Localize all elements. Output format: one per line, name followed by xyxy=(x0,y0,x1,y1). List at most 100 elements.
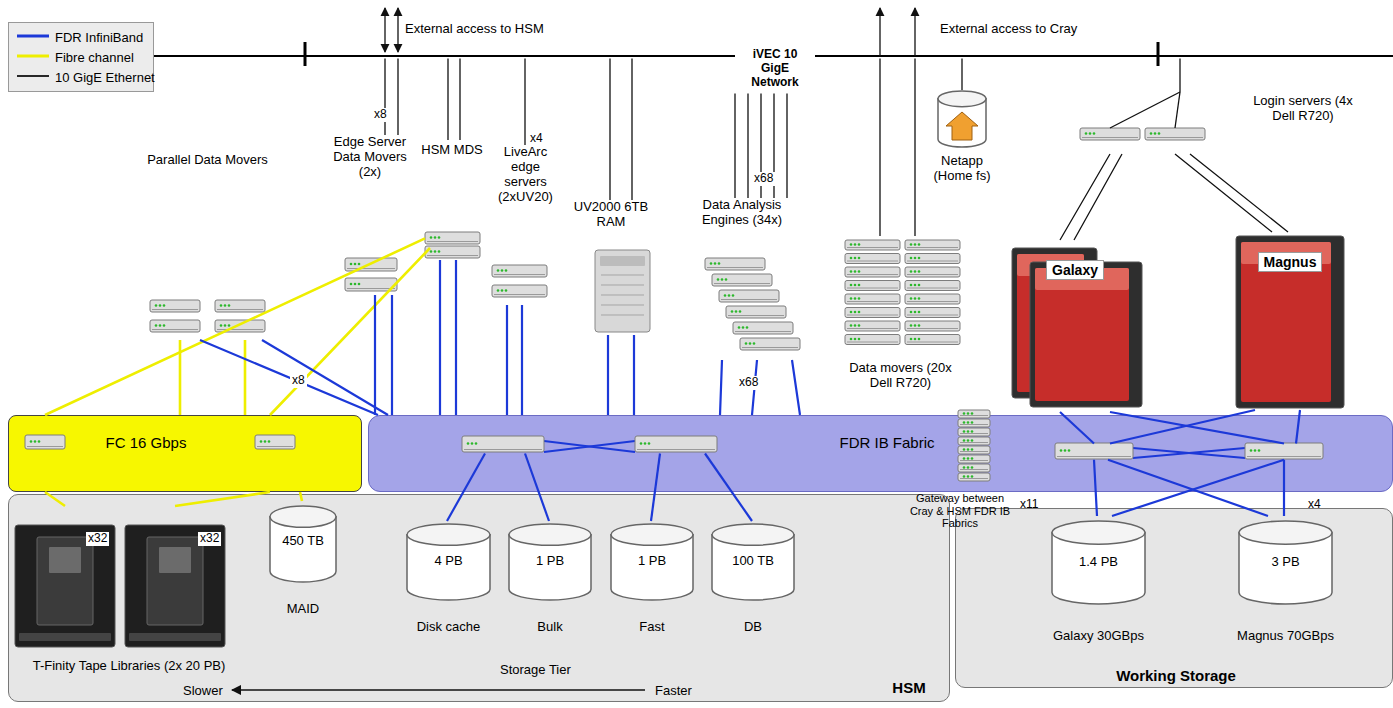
server-led xyxy=(963,448,966,451)
server-led xyxy=(1258,449,1261,452)
login-link xyxy=(1175,92,1180,128)
node-label: Data movers (20x Dell R720) xyxy=(838,361,963,391)
connector xyxy=(1060,154,1122,240)
server-led xyxy=(858,284,861,287)
node-label: Data Analysis Engines (34x) xyxy=(682,198,802,228)
text-slot: HSM xyxy=(879,679,939,697)
server-icon xyxy=(905,335,960,345)
cylinder-top xyxy=(611,524,693,545)
server-led xyxy=(471,442,474,445)
server-trim xyxy=(152,309,198,310)
server-trim xyxy=(907,342,958,343)
node-label: Edge Server Data Movers (2x) xyxy=(330,135,410,180)
server-trim xyxy=(742,347,798,348)
server-led xyxy=(854,297,857,300)
switch-link xyxy=(544,441,635,452)
server-led xyxy=(971,448,974,451)
server-icon xyxy=(726,306,786,318)
server-icon xyxy=(845,321,900,331)
server-led xyxy=(467,442,470,445)
label-slot: x4 xyxy=(1308,494,1321,512)
server-group: Login servers (4x Dell R720) xyxy=(1075,92,1355,154)
server-trim xyxy=(960,433,988,434)
node-label: DB xyxy=(744,620,762,635)
connector xyxy=(651,454,660,522)
node-label: FDR IB Fabric xyxy=(839,434,934,451)
text-slot: 1 PB xyxy=(504,551,596,569)
server-trim xyxy=(637,449,715,450)
server-led xyxy=(963,457,966,460)
server-led xyxy=(228,324,231,327)
rack-front xyxy=(1035,268,1129,401)
server-led xyxy=(501,269,504,272)
server-icon xyxy=(845,281,900,291)
label-slot: External access to HSM xyxy=(405,19,544,37)
annotation-label: x4 xyxy=(1308,498,1321,512)
server-led xyxy=(1154,132,1157,135)
server-led xyxy=(971,475,974,478)
tape-library-body xyxy=(125,525,225,647)
connector xyxy=(447,454,485,522)
server-trim xyxy=(907,301,958,302)
server-led xyxy=(910,284,913,287)
node-label: UV2000 6TB RAM xyxy=(565,200,657,230)
legend-slot: 10 GigE Ethernet xyxy=(55,68,155,86)
node-label: Parallel Data Movers xyxy=(147,153,268,168)
server-trim xyxy=(27,446,63,447)
server-trim xyxy=(847,315,898,316)
external-access-arrow xyxy=(384,8,385,52)
server-led xyxy=(914,243,917,246)
server-led xyxy=(918,311,921,314)
external-access-arrow xyxy=(914,8,915,56)
server-led xyxy=(745,342,748,345)
server-trim xyxy=(960,451,988,452)
server-led xyxy=(850,270,853,273)
server-led xyxy=(260,440,263,443)
connector xyxy=(300,492,302,501)
text-slot: Magnus 70GBps xyxy=(1223,626,1348,644)
server-led xyxy=(224,304,227,307)
server-led xyxy=(714,262,717,265)
server-trim xyxy=(728,315,784,316)
text-slot: 450 TB xyxy=(263,531,343,549)
storage-cylinder: 3 PBMagnus 70GBps xyxy=(1223,516,1348,651)
server-trim xyxy=(257,446,293,447)
cylinder-top xyxy=(270,506,336,527)
server-led xyxy=(971,421,974,424)
server-led xyxy=(220,304,223,307)
legend-text: FDR InfiniBand xyxy=(55,31,143,46)
connector xyxy=(705,454,752,522)
label-slot: x32 xyxy=(86,528,109,546)
server-led xyxy=(224,324,227,327)
server-led xyxy=(34,440,37,443)
text-slot: Disk cache xyxy=(401,617,496,635)
server-trim xyxy=(217,309,263,310)
server-led xyxy=(963,430,966,433)
server-led xyxy=(724,294,727,297)
server-led xyxy=(854,311,857,314)
server-led xyxy=(914,297,917,300)
legend-line-sample xyxy=(17,28,49,44)
server-trim xyxy=(494,274,545,275)
text-slot: MAID xyxy=(263,599,343,617)
label-slot: Faster xyxy=(655,681,692,699)
server-trim xyxy=(907,328,958,329)
label-slot: Storage Tier xyxy=(500,660,571,678)
server-led xyxy=(967,466,970,469)
server-led xyxy=(918,243,921,246)
text-slot: 1 PB xyxy=(606,551,698,569)
server-trim xyxy=(847,301,898,302)
server-led xyxy=(910,297,913,300)
connector xyxy=(735,93,787,198)
server-icon xyxy=(719,290,779,302)
server-trim xyxy=(427,241,478,242)
server-led xyxy=(910,270,913,273)
server-led xyxy=(914,257,917,260)
server-trim xyxy=(847,328,898,329)
text-slot: 1.4 PB xyxy=(1036,552,1161,570)
label-slot: x68 xyxy=(752,168,775,186)
server-led xyxy=(738,326,741,329)
server-icon xyxy=(958,419,990,427)
server-led xyxy=(918,270,921,273)
